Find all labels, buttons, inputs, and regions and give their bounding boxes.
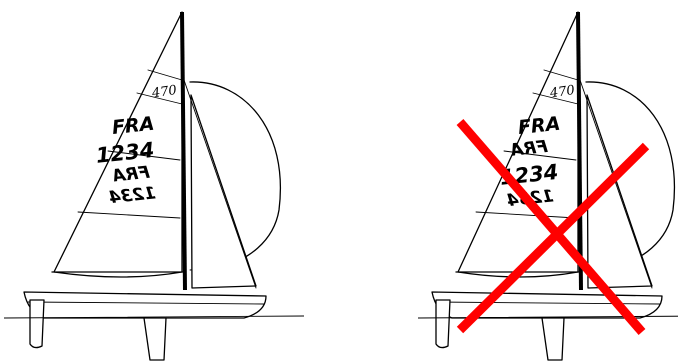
red-cross-icon xyxy=(456,119,650,335)
batten-line xyxy=(475,211,577,219)
cross-stroke xyxy=(456,119,646,335)
batten-line xyxy=(147,69,183,81)
waterline xyxy=(4,315,304,319)
class-logo: 470 xyxy=(150,83,178,101)
hull-sheer-line xyxy=(27,301,265,305)
hull xyxy=(23,291,267,319)
mainsail xyxy=(53,11,183,278)
sailboat-wrong-figure: 470 FRA FRA 1234 1234 xyxy=(418,0,678,363)
centreboard xyxy=(541,317,565,361)
rudder xyxy=(435,299,451,349)
batten-line xyxy=(107,150,181,161)
sail-number-mirrored: 1234 xyxy=(108,183,157,208)
mast xyxy=(180,11,187,291)
class-logo: 470 xyxy=(548,83,576,101)
sailboat-correct-drawing: 470 FRA 1234 FRA 1234 xyxy=(4,11,304,361)
mainsail xyxy=(457,11,579,278)
nationality-letters-mirrored: FRA xyxy=(509,137,549,161)
spinnaker xyxy=(189,81,281,269)
mast xyxy=(576,11,583,291)
nationality-letters-mirrored: FRA xyxy=(111,163,151,187)
batten-line xyxy=(532,92,579,105)
batten-line xyxy=(543,69,579,81)
spinnaker xyxy=(585,81,675,269)
forestay xyxy=(579,79,653,289)
batten-line xyxy=(77,211,181,219)
forestay xyxy=(183,79,257,289)
cross-stroke xyxy=(456,142,650,334)
sailboat-correct-figure: 470 FRA 1234 FRA 1234 xyxy=(4,0,304,363)
rudder xyxy=(29,299,45,349)
centreboard xyxy=(143,317,167,361)
batten-line xyxy=(503,150,577,161)
sailboat-wrong-drawing: 470 FRA FRA 1234 1234 xyxy=(418,11,678,361)
batten-line xyxy=(136,92,183,105)
nationality-letters: FRA xyxy=(517,113,561,139)
nationality-letters: FRA xyxy=(111,113,155,139)
